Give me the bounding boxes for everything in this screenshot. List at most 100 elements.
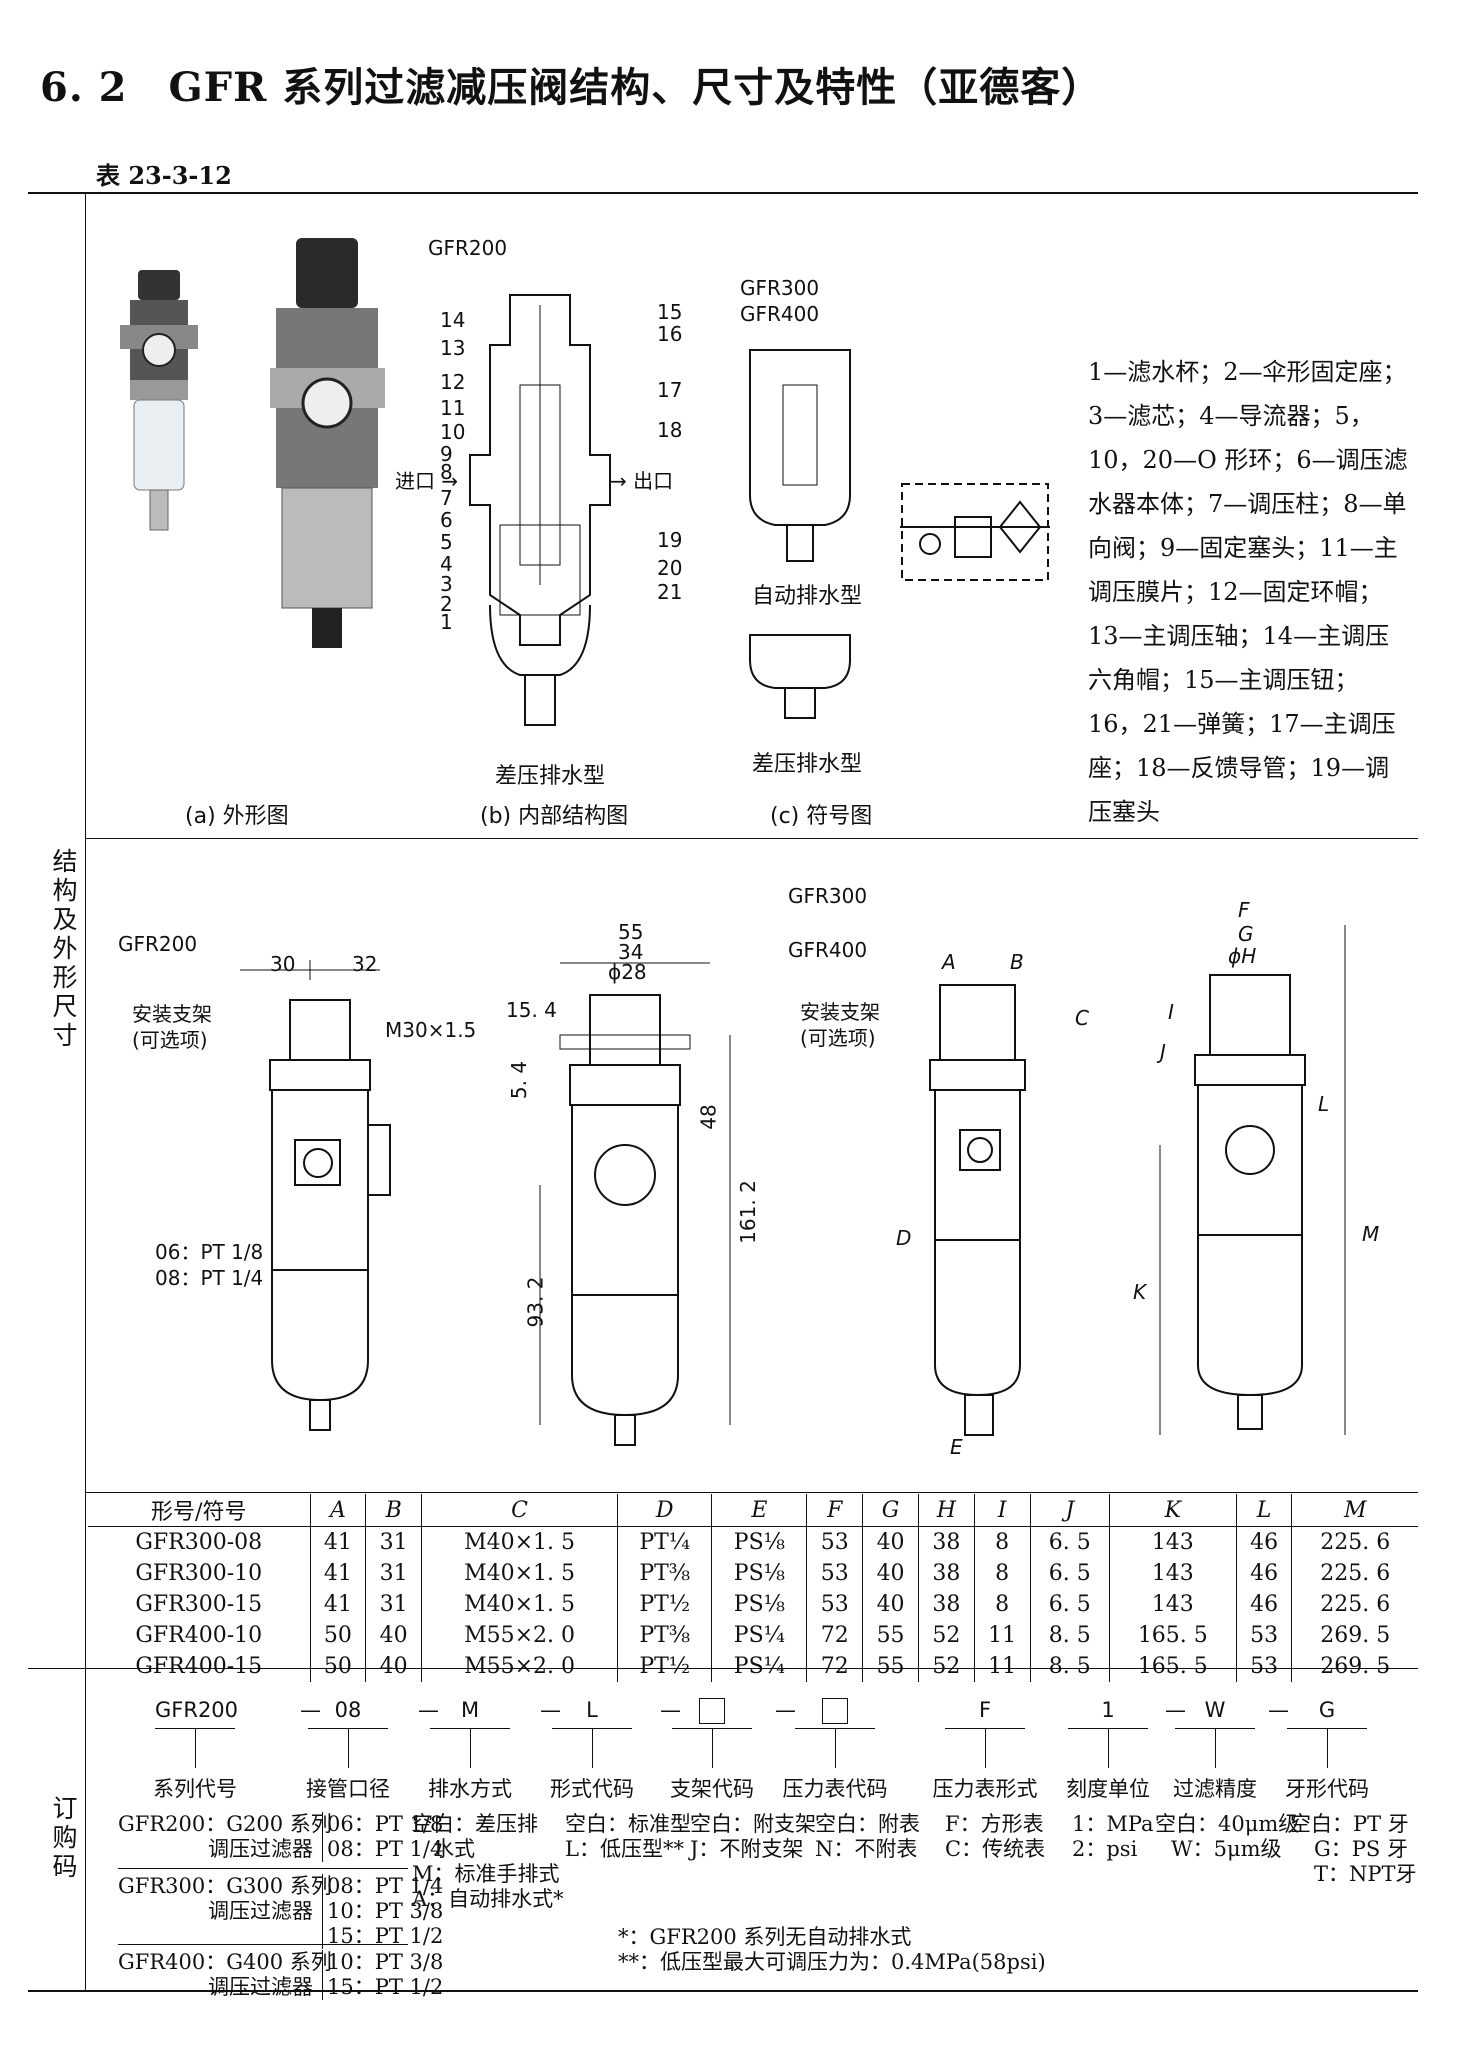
table-cell: PT½ [617,1589,712,1620]
dim-col-header: L [1235,1494,1292,1527]
dim-col-header: H [917,1494,975,1527]
port-option: 15：PT 1/2 [327,1975,444,1999]
table-cell: 6. 5 [1029,1589,1110,1620]
callout-left-10: 4 [440,552,453,576]
table-cell: 40 [365,1620,422,1651]
table-cell: 269. 5 [1291,1651,1418,1682]
dim-table-top [85,1492,1418,1493]
callout-left-5: 9 [440,442,453,466]
table-cell: 40 [365,1651,422,1682]
order-code-2: M [460,1698,480,1722]
table-top-rule [28,192,1418,194]
gauge-options: 空白：附表 N：不附表 [815,1812,920,1862]
drain-opt-0: 空白：差压排 [412,1812,538,1836]
caption-b: (b) 内部结构图 [480,804,629,829]
dim-col-header: K [1108,1494,1237,1527]
order-code-7: 1 [1101,1698,1115,1722]
series-0: GFR200：G200 系列调压过滤器 [118,1812,332,1862]
table-cell: 31 [365,1589,422,1620]
port-label-08: 08：PT 1/4 [155,1266,264,1290]
filter-opt-1: W：5μm级 [1171,1837,1282,1861]
form-opt-1: L：低压型** [565,1837,684,1861]
gfr300-label-top: GFR300 [740,276,820,300]
unit-options: 1：MPa 2：psi [1072,1812,1154,1862]
table-cell: 55 [862,1620,919,1651]
table-cell: 8. 5 [1029,1651,1110,1682]
callout-left-6: 8 [440,460,453,484]
code-leader [1108,1728,1109,1768]
code-leader [1215,1728,1216,1768]
port-option: 08：PT 1/4 [327,1874,444,1898]
diff-drain-label-c: 差压排水型 [752,752,863,777]
dim-161-2: 161. 2 [735,1180,760,1244]
table-cell: 31 [365,1558,422,1589]
dim-label-K: K [1133,1280,1147,1304]
order-code-8: W [1204,1698,1226,1722]
dim-15-4: 15. 4 [506,998,557,1022]
table-cell: 50 [309,1651,366,1682]
bracket-left-sub: (可选项) [132,1028,208,1052]
page-title: 6. 2 GFR 系列过滤减压阀结构、尺寸及特性（亚德客） [40,64,1103,111]
dim-label-I: I [1168,1000,1174,1024]
note-1: *：GFR200 系列无自动排水式 [618,1925,912,1949]
dim-label-E: E [950,1435,963,1459]
order-label-5: 压力表代码 [782,1777,888,1801]
order-code-4 [672,1698,752,1729]
dim-col-header: I [973,1494,1031,1527]
series-divider [118,1868,408,1869]
table-cell: 46 [1235,1558,1292,1589]
dim-label-H: ϕH [1228,944,1257,968]
series-line1: GFR200：G200 系列 [118,1812,332,1836]
table-cell: 165. 5 [1108,1651,1237,1682]
table-cell: 40 [862,1558,919,1589]
callout-left-4: 10 [440,420,466,444]
table-cell: 53 [1235,1620,1292,1651]
gfr200-front-drawing [240,960,391,1431]
auto-drain-label: 自动排水型 [752,584,863,609]
gfr300-side-drawing [1159,925,1346,1435]
filter-options: 空白：40μm级 W：5μm级 [1155,1812,1299,1862]
table-cell: 6. 5 [1029,1558,1110,1589]
table-cell: 38 [917,1558,975,1589]
callout-left-12: 2 [440,592,453,616]
table-cell: 52 [917,1620,975,1651]
gauge-form-options: F：方形表 C：传统表 [945,1812,1045,1862]
callout-right-0: 15 [657,300,683,324]
callout-left-13: 1 [440,610,453,634]
table-cell: 40 [862,1526,919,1558]
filter-opt-0: 空白：40μm级 [1155,1812,1300,1836]
dim-label-M: M [1362,1222,1380,1246]
drain-options: 空白：差压排 水式 M：标准手排式 A：自动排水式* [412,1812,564,1912]
table-cell: 50 [309,1620,366,1651]
table-cell: 53 [1235,1651,1292,1682]
order-code-6: F [978,1698,992,1722]
dim-label-D: D [896,1226,912,1250]
callout-right-2: 17 [657,378,683,402]
gauge-opt-1: N：不附表 [815,1837,918,1861]
code-leader [348,1728,349,1768]
form-opt-0: 空白：标准型 [565,1812,691,1836]
callout-left-8: 6 [440,508,453,532]
table-cell: 53 [806,1526,863,1558]
gfr400-drawing-label: GFR400 [788,938,868,962]
series-line2: 调压过滤器 [208,1975,313,1999]
table-cell: GFR300-08 [135,1530,263,1555]
table-cell: 225. 6 [1291,1526,1418,1558]
table-number: 表 23-3-12 [96,161,232,190]
drain-opt-1: 水式 [412,1837,475,1861]
dim-5-4: 5. 4 [507,1060,532,1100]
table-cell: 38 [917,1589,975,1620]
table-cell: 143 [1108,1558,1237,1589]
code-dash: — [1165,1698,1186,1722]
internal-structure-drawing [469,294,611,726]
caption-c: (c) 符号图 [770,804,873,829]
series-line2: 调压过滤器 [208,1837,313,1861]
side-label-structure: 结构及外形尺寸 [49,848,78,1051]
dim-label-G: G [1238,922,1254,946]
diff-drain-label-b: 差压排水型 [495,764,606,789]
